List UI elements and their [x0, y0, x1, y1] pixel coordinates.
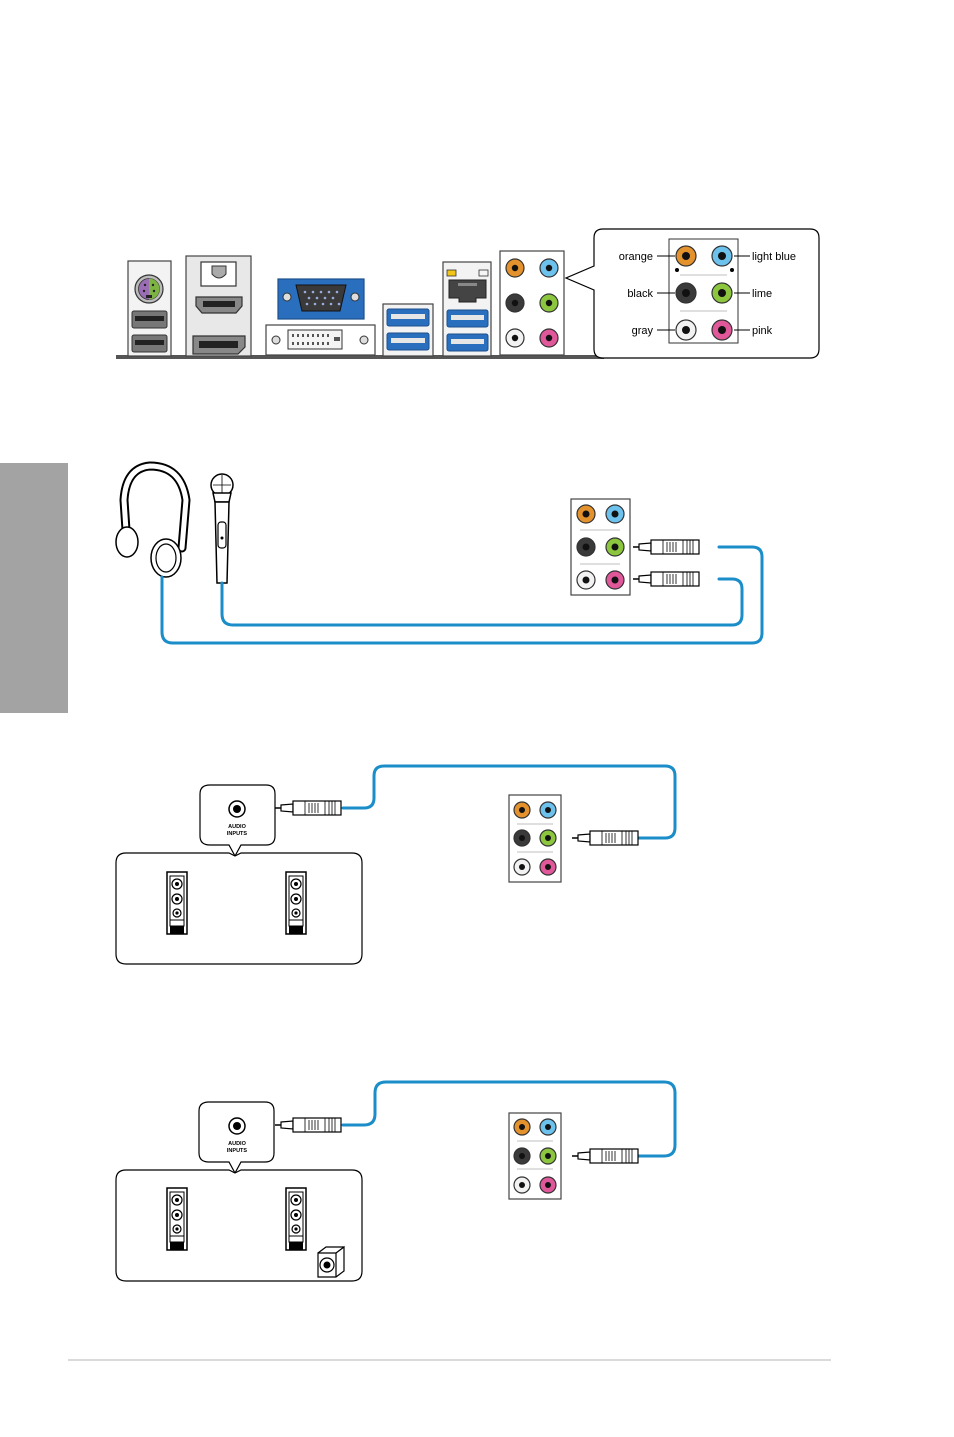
- legend-label-lime: lime: [752, 288, 772, 300]
- audio-inputs-label-line1: AUDIO: [228, 1141, 246, 1147]
- two-channel-speaker-connection: AUDIO INPUTS: [116, 766, 675, 964]
- legend-label-black: black: [627, 288, 653, 300]
- dvi-port-icon: [266, 325, 375, 355]
- audio-plug-icon: [275, 801, 638, 845]
- lan-port-icon: [443, 262, 491, 356]
- audio-inputs-label-line1: AUDIO: [228, 824, 246, 830]
- audio-jack-icon: [509, 1113, 561, 1199]
- audio-jack-icon: [509, 795, 561, 882]
- rear-io-panel: [116, 251, 604, 357]
- vga-port-icon: [278, 279, 364, 319]
- audio-jack-icon: [571, 499, 630, 595]
- audio-legend-callout: orange light blue black lime gray pink: [566, 229, 819, 358]
- legend-label-light-blue: light blue: [752, 251, 796, 263]
- microphone-icon: [211, 474, 233, 583]
- audio-plug-icon: [633, 540, 699, 586]
- headphone-icon: [116, 466, 186, 577]
- legend-label-gray: gray: [632, 325, 654, 337]
- audio-inputs-label-line2: INPUTS: [227, 1148, 248, 1154]
- audio-inputs-label-line2: INPUTS: [227, 831, 248, 837]
- legend-label-orange: orange: [619, 251, 653, 263]
- audio-jack-icon: [500, 251, 564, 355]
- speaker-subwoofer-connection: AUDIO INPUTS: [116, 1082, 675, 1281]
- audio-plug-icon: [275, 1118, 638, 1163]
- usb3-port-icon: [383, 304, 433, 356]
- headphone-mic-connection: [116, 466, 762, 643]
- legend-label-pink: pink: [752, 325, 773, 337]
